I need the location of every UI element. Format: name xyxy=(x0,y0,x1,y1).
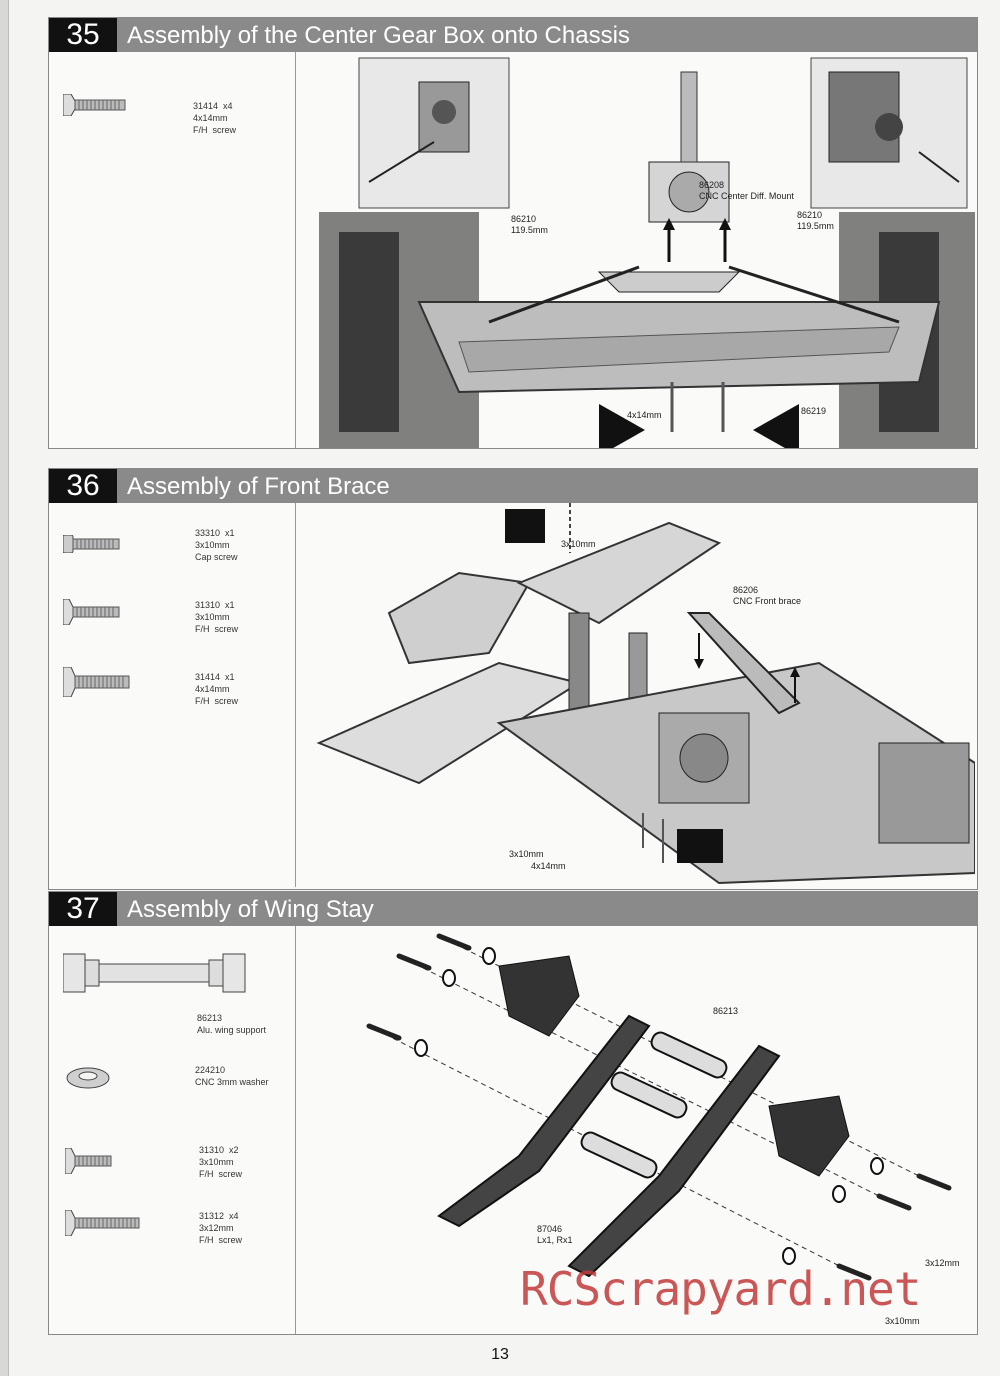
step-36: 36 Assembly of Front Brace 33310 x1 3x10… xyxy=(48,468,978,890)
chassis-gearbox-diagram xyxy=(319,57,975,448)
callout-shaft-right: 86210 119.5mm xyxy=(797,210,834,231)
parts-list: 33310 x1 3x10mm Cap screw 31310 x1 3x10m… xyxy=(49,503,296,887)
flat-head-screw-icon xyxy=(65,1148,112,1174)
part-size: 4x14mm xyxy=(193,113,228,123)
part-size: Alu. wing support xyxy=(197,1025,267,1035)
step-number: 36 xyxy=(49,469,117,503)
step-37: 37 Assembly of Wing Stay 86213 Alu. wing… xyxy=(48,891,978,1335)
wing-stay-diagram xyxy=(366,933,952,1281)
step-header: 36 Assembly of Front Brace xyxy=(49,469,977,503)
parts-list: 31414 x4 4x14mm F/H screw xyxy=(49,52,296,448)
part-code: 31310 x2 xyxy=(199,1145,239,1155)
step-header: 35 Assembly of the Center Gear Box onto … xyxy=(49,18,977,52)
step-number: 35 xyxy=(49,18,117,52)
callout-shaft-left: 86210 119.5mm xyxy=(511,214,548,235)
step-title: Assembly of the Center Gear Box onto Cha… xyxy=(127,22,630,49)
callout-bottom-screw-b: 4x14mm xyxy=(531,861,566,871)
part-name: F/H screw xyxy=(199,1235,243,1245)
part-name: F/H screw xyxy=(195,696,239,706)
part-code: 31414 x4 xyxy=(193,101,233,111)
part-size: 3x10mm xyxy=(195,540,230,550)
step-header: 37 Assembly of Wing Stay xyxy=(49,892,977,926)
part-size: CNC 3mm washer xyxy=(195,1077,269,1087)
part-name: F/H screw xyxy=(199,1169,243,1179)
callout-support: 86213 xyxy=(713,1006,739,1016)
callout-screw-b: 3x10mm xyxy=(885,1316,920,1326)
cap-screw-icon xyxy=(63,535,120,553)
callout-chassis: 86219 xyxy=(801,406,827,416)
part-name: F/H screw xyxy=(195,624,239,634)
front-brace-diagram xyxy=(316,503,975,885)
flat-head-screw-icon xyxy=(63,599,120,625)
flat-head-screw-icon xyxy=(63,667,130,697)
part-code: 86213 xyxy=(197,1013,223,1023)
flat-head-screw-icon xyxy=(63,94,126,116)
callout-brace: 86206 CNC Front brace xyxy=(733,585,802,606)
step-number: 37 xyxy=(49,892,117,926)
flat-head-screw-icon xyxy=(65,1210,140,1236)
binding-edge xyxy=(0,0,9,1376)
callout-stay: 87046 Lx1, Rx1 xyxy=(537,1224,573,1245)
part-size: 3x10mm xyxy=(199,1157,234,1167)
step-35: 35 Assembly of the Center Gear Box onto … xyxy=(48,17,978,449)
parts-list: 86213 Alu. wing support 224210 CNC 3mm w… xyxy=(49,926,296,1334)
step-title: Assembly of Wing Stay xyxy=(127,896,374,923)
part-name: F/H screw xyxy=(193,125,237,135)
part-code: 224210 xyxy=(195,1065,226,1075)
callout-screw-a: 3x12mm xyxy=(925,1258,960,1268)
wing-support-icon xyxy=(63,953,246,993)
callout-bottom-screw-a: 3x10mm xyxy=(509,849,544,859)
part-code: 31312 x4 xyxy=(199,1211,239,1221)
part-name: Cap screw xyxy=(195,552,238,562)
callout-top-screw: 3x10mm xyxy=(561,539,596,549)
washer-icon xyxy=(66,1067,110,1089)
part-size: 3x10mm xyxy=(195,612,230,622)
part-code: 31414 x1 xyxy=(195,672,235,682)
callout-screw: 4x14mm xyxy=(627,410,662,420)
part-code: 33310 x1 xyxy=(195,528,235,538)
page-number: 13 xyxy=(491,1346,509,1363)
callout-mount: 86208 CNC Center Diff. Mount xyxy=(699,180,794,201)
watermark: RCScrapyard.net xyxy=(520,1262,921,1316)
part-size: 3x12mm xyxy=(199,1223,234,1233)
step-title: Assembly of Front Brace xyxy=(127,473,390,500)
part-code: 31310 x1 xyxy=(195,600,235,610)
part-size: 4x14mm xyxy=(195,684,230,694)
